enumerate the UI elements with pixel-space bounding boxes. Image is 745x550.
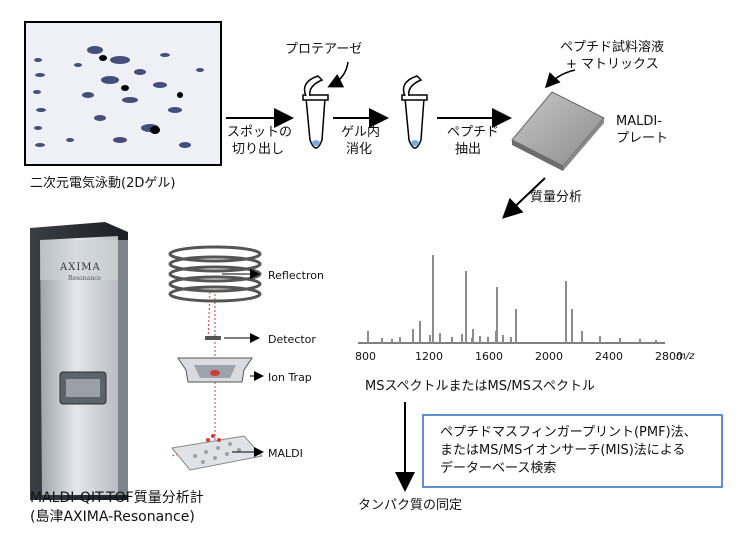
sample-label-line2: + マトリックス	[566, 57, 659, 72]
sample-label-line1: ペプチド試料溶液	[560, 40, 665, 55]
label-ion-trap: Ion Trap	[268, 371, 312, 384]
instrument-brand: AXIMA	[60, 262, 101, 273]
instrument-image	[30, 222, 128, 500]
instrument-caption-line2: (島津AXIMA-Resonance)	[30, 509, 195, 525]
spectrum-x-unit: m/z	[676, 351, 695, 362]
instrument-caption-line1: MALDI-QIT-TOF質量分析計	[30, 490, 204, 506]
spectrum-tick-label: 2000	[535, 350, 563, 363]
gel-caption: 二次元電気泳動(2Dゲル)	[30, 176, 176, 191]
search-line2: またはMS/MSイオンサーチ(MIS)法による	[440, 443, 686, 458]
label-reflectron: Reflectron	[268, 269, 324, 282]
label-maldi: MALDI	[268, 447, 303, 460]
spectrum-caption: MSスペクトルまたはMS/MSスペクトル	[365, 379, 595, 394]
spectrum-tick-label: 1200	[415, 350, 443, 363]
spectrum-tick-label: 2800	[655, 350, 683, 363]
step2-line2: 消化	[346, 142, 373, 157]
mass-spectrum	[358, 255, 665, 344]
maldi-plate-image	[511, 91, 605, 171]
mass-analysis-label: 質量分析	[530, 190, 583, 205]
spectrum-tick-label: 800	[355, 350, 376, 363]
step3-line2: 抽出	[455, 142, 482, 157]
qit-tof-schematic	[168, 245, 264, 471]
protease-arrow	[327, 61, 349, 88]
plate-label-line1: MALDI-	[616, 114, 662, 129]
sample-arrow	[544, 69, 576, 89]
step3-line1: ペプチド	[447, 125, 500, 140]
protease-label: プロテアーゼ	[285, 42, 363, 57]
result-label: タンパク質の同定	[358, 498, 463, 513]
arrow-mass-analysis	[502, 177, 546, 219]
instrument-sub-brand: Resonance	[68, 275, 101, 282]
plate-label-line2: プレート	[616, 131, 669, 146]
step1-line1: スポットの	[227, 125, 293, 140]
step1-line2: 切り出し	[232, 142, 285, 157]
tube-1	[302, 75, 329, 149]
label-detector: Detector	[268, 333, 316, 346]
spectrum-tick-label: 1600	[475, 350, 503, 363]
tube-2	[401, 75, 428, 149]
spectrum-tick-label: 2400	[595, 350, 623, 363]
search-line3: データーベース検索	[440, 461, 557, 476]
database-search-box: ペプチドマスフィンガープリント(PMF)法、 またはMS/MSイオンサーチ(MI…	[422, 414, 723, 488]
step2-line1: ゲル内	[341, 125, 381, 140]
search-line1: ペプチドマスフィンガープリント(PMF)法、	[440, 425, 697, 440]
2d-gel-image	[24, 21, 222, 166]
